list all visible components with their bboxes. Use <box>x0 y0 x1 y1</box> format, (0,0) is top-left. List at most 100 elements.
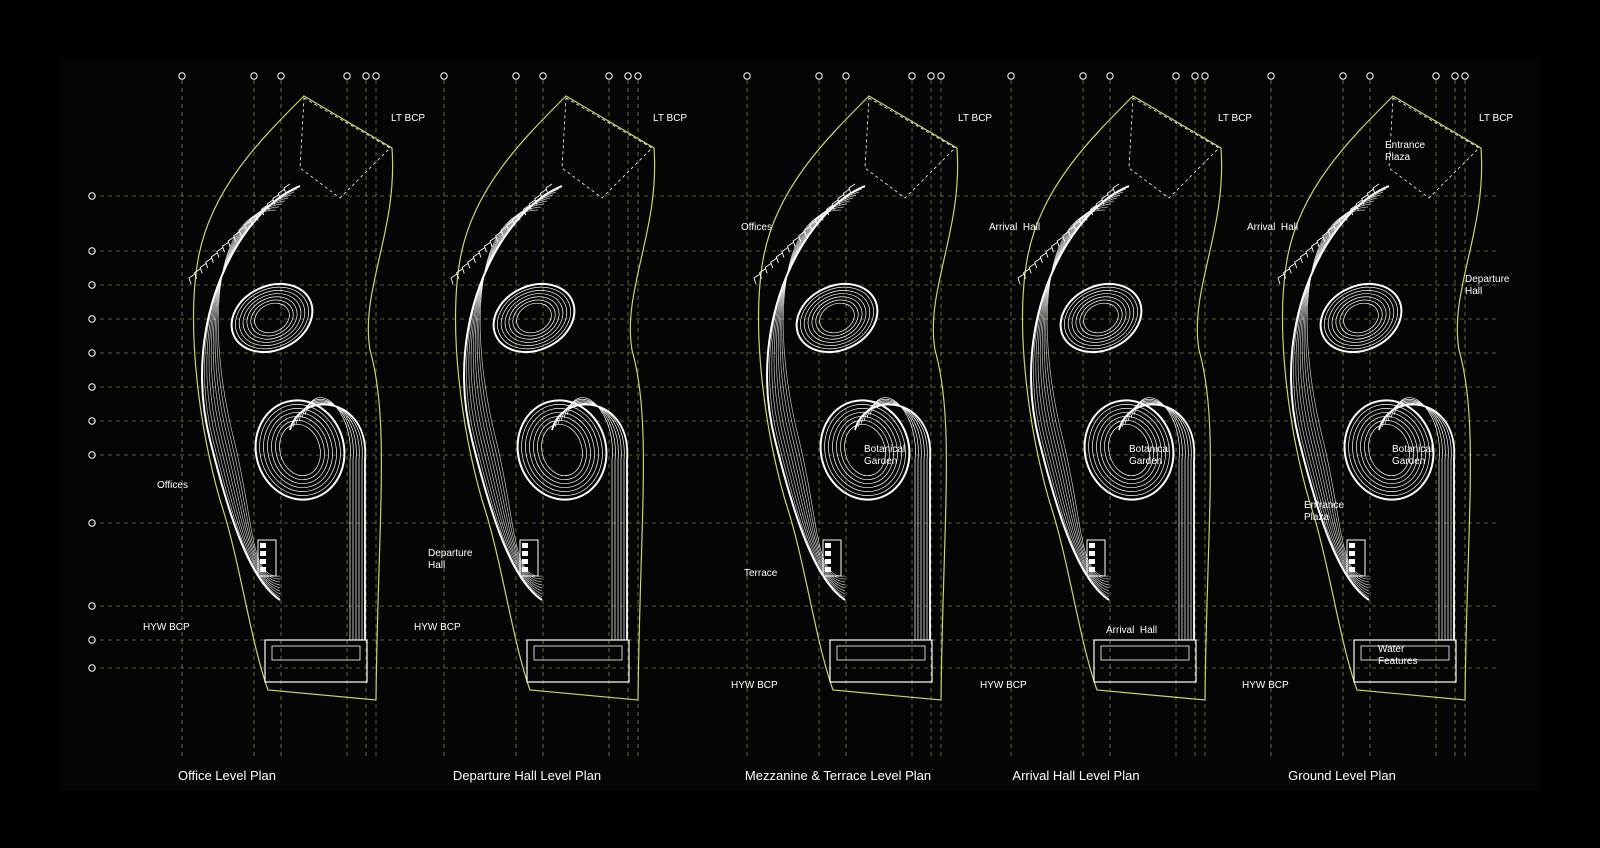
crest-tooth <box>1372 183 1380 195</box>
crest-tooth <box>775 252 783 263</box>
crest-tooth <box>1299 252 1307 263</box>
crest-tooth <box>272 194 280 205</box>
crest-tooth <box>1283 268 1290 279</box>
crest-tooth <box>478 247 486 258</box>
crest-tooth <box>534 194 542 205</box>
plan-drawing-4 <box>1017 95 1223 701</box>
core-cell <box>522 543 528 548</box>
crest-tooth <box>1045 247 1053 258</box>
swirl-mass <box>766 185 911 601</box>
upper-loop <box>504 293 564 343</box>
botanical-garden-label: Botanical Garden <box>1129 444 1171 467</box>
water-features-label: Water Features <box>1378 644 1418 667</box>
mass-curve <box>1033 188 1127 598</box>
crest-tooth <box>1338 215 1346 226</box>
crest-tooth <box>461 263 469 274</box>
crest-tooth <box>517 210 525 221</box>
crest-tooth <box>809 220 817 232</box>
crest-tooth <box>495 231 502 242</box>
crest-tooth <box>511 215 519 226</box>
crest-tooth <box>1366 188 1374 200</box>
core-cell <box>260 551 266 556</box>
lower-loop <box>275 420 325 480</box>
grid-bubble <box>277 72 285 80</box>
core-cell <box>522 567 528 572</box>
crest-tooth <box>1350 204 1357 216</box>
grid-bubble <box>88 247 96 255</box>
vertical-gridlines <box>178 72 1469 760</box>
crest-tooth <box>539 188 547 200</box>
lower-loop <box>819 399 911 501</box>
lower-loop <box>828 408 902 492</box>
core-cell <box>1089 543 1095 548</box>
crest-tooth <box>233 231 240 242</box>
upper-loop <box>1327 290 1395 346</box>
core-cell <box>1349 567 1355 572</box>
crest-tooth <box>489 236 497 248</box>
mass-curve <box>206 191 295 595</box>
core-block <box>822 539 842 577</box>
podium-band <box>836 645 926 661</box>
grid-bubble <box>88 664 96 672</box>
grid-bubble <box>908 72 916 80</box>
crest-tooth <box>1023 268 1030 279</box>
roof-outline <box>561 97 653 199</box>
crest-tooth <box>1355 199 1363 211</box>
upper-loop <box>1071 293 1131 343</box>
core-cell <box>825 551 831 556</box>
podium-base <box>526 639 630 683</box>
grid-bubble <box>743 72 751 80</box>
mass-curve <box>212 200 286 586</box>
garden-shell <box>566 397 613 640</box>
grid-bubble <box>88 451 96 459</box>
lower-loop <box>1352 408 1426 492</box>
crest-tooth <box>188 273 196 285</box>
upper-loop <box>803 290 871 346</box>
crest-tooth <box>781 247 789 258</box>
crest-tooth <box>1277 273 1285 285</box>
mass-curve <box>1297 194 1381 592</box>
mass-curve <box>1035 191 1124 595</box>
core-cell <box>825 543 831 548</box>
lower-loop <box>263 408 337 492</box>
upper-loop <box>230 282 314 354</box>
roof-outline <box>1128 97 1220 199</box>
crest-tooth <box>216 247 224 258</box>
core-block <box>519 539 539 577</box>
podium-band <box>271 645 361 661</box>
hyw-bcp-label: HYW BCP <box>731 680 778 691</box>
crest-tooth <box>205 257 213 269</box>
mass-curve <box>1037 194 1121 592</box>
podium-base <box>1093 639 1197 683</box>
grid-bubble <box>440 72 448 80</box>
lower-loop <box>254 399 346 501</box>
crest-tooth <box>1095 199 1103 211</box>
crest-tooth <box>238 225 246 237</box>
mass-curve <box>773 194 857 592</box>
crest-tooth <box>770 257 778 269</box>
mass-curve <box>769 188 863 598</box>
crest-tooth <box>1322 231 1329 242</box>
upper-loop <box>811 296 863 340</box>
crest-tooth <box>753 273 761 285</box>
arrival-hall-label: Arrival Hall <box>989 222 1041 233</box>
lower-loop <box>1104 420 1154 480</box>
crest-tooth <box>277 188 285 200</box>
crest-tooth <box>1361 194 1369 205</box>
swirl-mass <box>1290 185 1435 601</box>
crest-tooth <box>472 252 480 263</box>
crest-tooth <box>759 268 766 279</box>
core-cell <box>522 559 528 564</box>
lower-loop <box>840 420 890 480</box>
grid-bubble <box>1366 72 1374 80</box>
lower-loop <box>1356 412 1422 488</box>
swirl-mass <box>201 185 346 601</box>
upper-loop <box>235 286 309 350</box>
site-boundary <box>1281 95 1483 701</box>
lower-loop <box>267 412 333 488</box>
garden-shell <box>1133 397 1180 640</box>
mass-curve <box>204 188 298 598</box>
upper-loop <box>1067 290 1135 346</box>
upper-loop <box>1331 293 1391 343</box>
offices-label: Offices <box>157 480 188 491</box>
